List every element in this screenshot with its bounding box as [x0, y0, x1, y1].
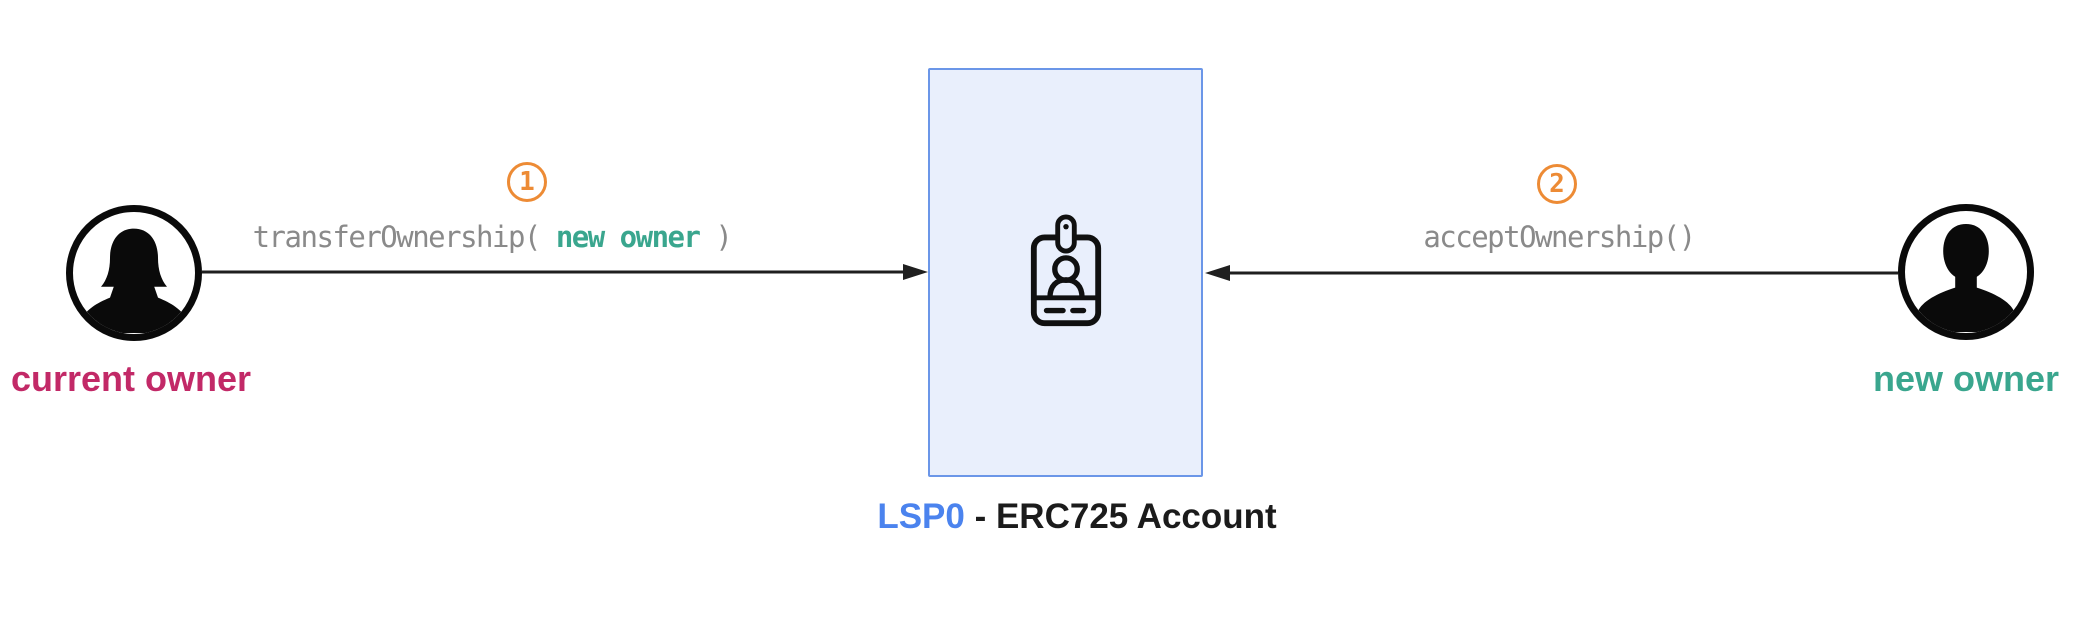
caption-rest: - ERC725 Account — [964, 497, 1277, 536]
caption-lsp0: LSP0 — [877, 497, 965, 536]
step-1-badge: 1 — [507, 162, 547, 202]
transfer-ownership-arrow — [202, 264, 928, 280]
current-owner-label: current owner — [10, 358, 252, 399]
accept-ownership-call-label: acceptOwnership() — [1423, 220, 1696, 254]
call-argument: new owner — [555, 220, 701, 254]
account-box-caption: LSP0 - ERC725 Account — [877, 497, 1276, 537]
lsp0-account-box — [928, 68, 1203, 477]
current-owner-avatar — [66, 205, 202, 341]
new-owner-avatar — [1898, 204, 2034, 340]
accept-ownership-arrow — [1205, 265, 1898, 281]
step-2-number: 2 — [1549, 169, 1565, 199]
call-prefix: transferOwnership( — [252, 220, 556, 254]
id-badge-icon — [1030, 214, 1101, 327]
male-user-icon — [1917, 224, 2015, 332]
transfer-ownership-call-label: transferOwnership( new owner ) — [252, 219, 733, 255]
step-2-badge: 2 — [1537, 164, 1577, 204]
new-owner-label: new owner — [1872, 358, 2060, 399]
call-suffix: ) — [699, 220, 732, 254]
female-user-icon — [81, 228, 187, 333]
step-1-number: 1 — [519, 167, 535, 197]
